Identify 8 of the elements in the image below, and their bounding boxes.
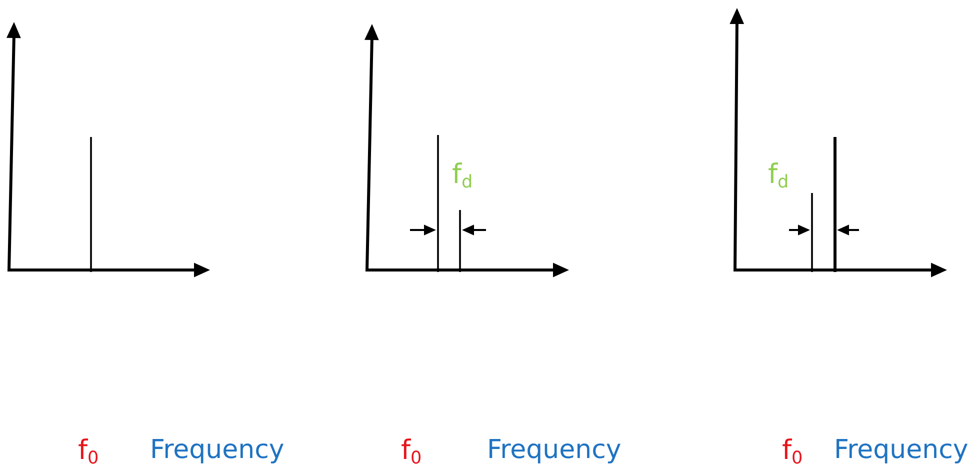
subscript-label: f$_{0}$: [401, 436, 422, 469]
subscript-label: f$_{0}$: [78, 436, 99, 469]
axis-label: Frequency: [487, 436, 622, 465]
axis-label: Frequency: [834, 436, 968, 465]
axis-label: Frequency: [150, 436, 284, 465]
subscript-label: f$_{d}$: [768, 160, 789, 193]
subscript-label: f$_{0}$: [782, 436, 803, 469]
subscript-label: f$_{d}$: [452, 160, 473, 193]
